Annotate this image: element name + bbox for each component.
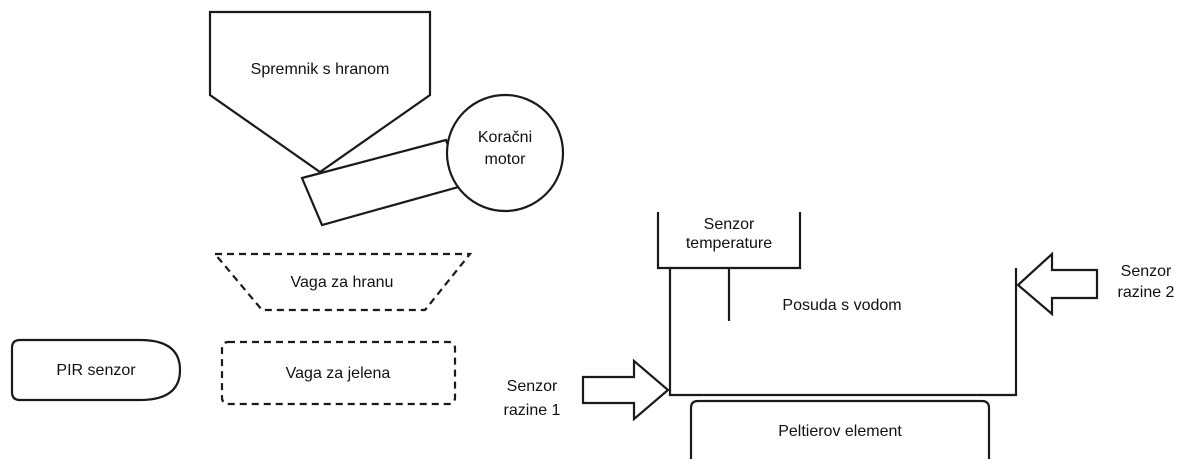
level-sensor-1-line2: razine 1 (504, 402, 561, 419)
level-sensor-2: Senzor razine 2 (1016, 251, 1175, 317)
food-scale: Vaga za hranu (212, 252, 473, 312)
water-container-label: Posuda s vodom (782, 297, 901, 314)
deer-scale: Vaga za jelena (220, 340, 457, 406)
level-sensor-2-line2: razine 2 (1118, 284, 1175, 301)
peltier-element: Peltierov element (689, 399, 991, 459)
level-sensor-2-arrow (1016, 251, 1099, 317)
hopper-label: Spremnik s hranom (251, 61, 390, 78)
level-sensor-1-line1: Senzor (507, 378, 558, 395)
deer-scale-label: Vaga za jelena (286, 365, 391, 382)
temperature-sensor: Senzor temperature (656, 212, 802, 270)
pir-label: PIR senzor (56, 362, 136, 379)
pir-sensor: PIR senzor (10, 338, 182, 402)
peltier-label: Peltierov element (778, 423, 902, 440)
temp-sensor-line2: temperature (686, 235, 772, 252)
level-sensor-1-arrow (581, 358, 670, 422)
level-sensor-1: Senzor razine 1 (504, 358, 670, 422)
motor-label-line1: Koračni (478, 129, 532, 146)
food-scale-label: Vaga za hranu (291, 274, 394, 291)
food-hopper: Spremnik s hranom (208, 10, 432, 174)
motor-label-line2: motor (485, 151, 527, 168)
water-container: Posuda s vodom (668, 268, 1018, 397)
stepper-motor: Koračni motor (445, 93, 565, 213)
level-sensor-2-line1: Senzor (1121, 263, 1172, 280)
temp-sensor-line1: Senzor (704, 216, 755, 233)
